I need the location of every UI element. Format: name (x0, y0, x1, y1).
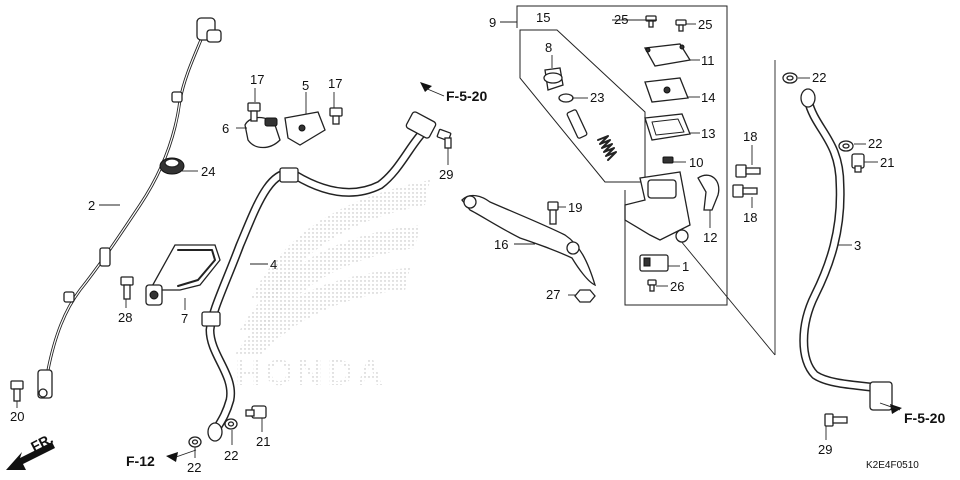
part-22-washer-b (224, 418, 238, 430)
part-2-wire (37, 17, 222, 399)
part-10-screw (662, 156, 674, 164)
callout-17a: 17 (250, 72, 264, 87)
part-20-bolt (10, 380, 24, 402)
callout-24: 24 (201, 164, 215, 179)
callout-19: 19 (568, 200, 582, 215)
callout-22d: 22 (868, 136, 882, 151)
part-22-washer-d (838, 140, 854, 152)
part-27-nut (574, 289, 596, 303)
part-18-bolt-a (735, 164, 761, 178)
frame-guideline (679, 60, 776, 356)
part-11-cap (643, 43, 692, 67)
part-13-diaphragm (644, 113, 691, 141)
callout-28: 28 (118, 310, 132, 325)
callout-21a: 21 (256, 434, 270, 449)
callout-5: 5 (302, 78, 309, 93)
part-21-bolt-b (851, 153, 865, 173)
callout-12: 12 (703, 230, 717, 245)
part-29-bolt-b (824, 413, 848, 427)
callout-10: 10 (689, 155, 703, 170)
callout-15: 15 (536, 10, 550, 25)
ref-label-f520-right: F-5-20 (904, 410, 945, 426)
callout-27: 27 (546, 287, 560, 302)
master-cylinder-body (624, 171, 691, 243)
part-8-boot (543, 67, 564, 91)
callout-25b: 25 (698, 17, 712, 32)
callout-16: 16 (494, 237, 508, 252)
ref-arrow-f12 (166, 449, 197, 462)
callout-9: 9 (489, 15, 496, 30)
part-26-screw (647, 279, 657, 292)
part-19-pivot-bolt (547, 201, 559, 225)
callout-29b: 29 (818, 442, 832, 457)
part-24-grommet (159, 157, 185, 175)
ref-arrow-f520-top (420, 82, 445, 97)
watermark-wordmark: HONDA (235, 352, 387, 393)
callout-18a: 18 (743, 129, 757, 144)
piston-and-spring (566, 109, 617, 161)
callout-11: 11 (701, 53, 715, 68)
part-29-bolt-a (436, 128, 452, 149)
callout-4: 4 (270, 257, 277, 272)
diagram-code: K2E4F0510 (866, 460, 919, 471)
part-16-lever (461, 194, 597, 287)
part-28-bolt (120, 276, 134, 300)
part-25-screw-b (675, 19, 687, 32)
part-1-switch (639, 254, 669, 272)
part-17-bolt-a (247, 102, 261, 122)
frame-assembly-9 (516, 5, 728, 306)
part-4-hose (201, 111, 437, 442)
ref-label-f12: F-12 (126, 453, 155, 469)
honda-watermark: HONDA (235, 180, 430, 393)
part-7-bracket (145, 244, 221, 306)
front-arrow-icon (6, 442, 55, 470)
callout-22a: 22 (187, 460, 201, 475)
callout-20: 20 (10, 409, 24, 424)
part-18-bolt-b (732, 184, 758, 198)
callout-26: 26 (670, 279, 684, 294)
callout-17b: 17 (328, 76, 342, 91)
callout-8: 8 (545, 40, 552, 55)
front-arrow-label: FR. (28, 430, 55, 454)
part-14-plate (644, 77, 689, 103)
part-21-bolt-a (245, 405, 267, 419)
callout-14: 14 (701, 90, 715, 105)
callout-25a: 25 (614, 12, 628, 27)
callout-7: 7 (181, 311, 188, 326)
frame-piston-set-15 (519, 29, 646, 183)
callout-1: 1 (682, 259, 689, 274)
callout-29a: 29 (439, 167, 453, 182)
callout-3: 3 (854, 238, 861, 253)
callout-18b: 18 (743, 210, 757, 225)
part-3-hose (799, 88, 893, 411)
callout-23: 23 (590, 90, 604, 105)
ref-arrow-f520-right (879, 402, 902, 414)
ref-label-f520-top: F-5-20 (446, 88, 487, 104)
part-5-clamp (284, 111, 326, 146)
part-22-washer-a (188, 436, 202, 448)
part-6-clamp (244, 116, 281, 149)
callout-22b: 22 (224, 448, 238, 463)
callout-6: 6 (222, 121, 229, 136)
part-25-screw-a (645, 15, 657, 28)
part-17-bolt-b (329, 107, 343, 125)
leader-lines (16, 19, 878, 458)
part-23-circlip (558, 93, 574, 103)
part-12-clamp (697, 174, 720, 211)
callout-2: 2 (88, 198, 95, 213)
callout-13: 13 (701, 126, 715, 141)
callout-21b: 21 (880, 155, 894, 170)
part-22-washer-c (782, 72, 798, 84)
callout-22c: 22 (812, 70, 826, 85)
